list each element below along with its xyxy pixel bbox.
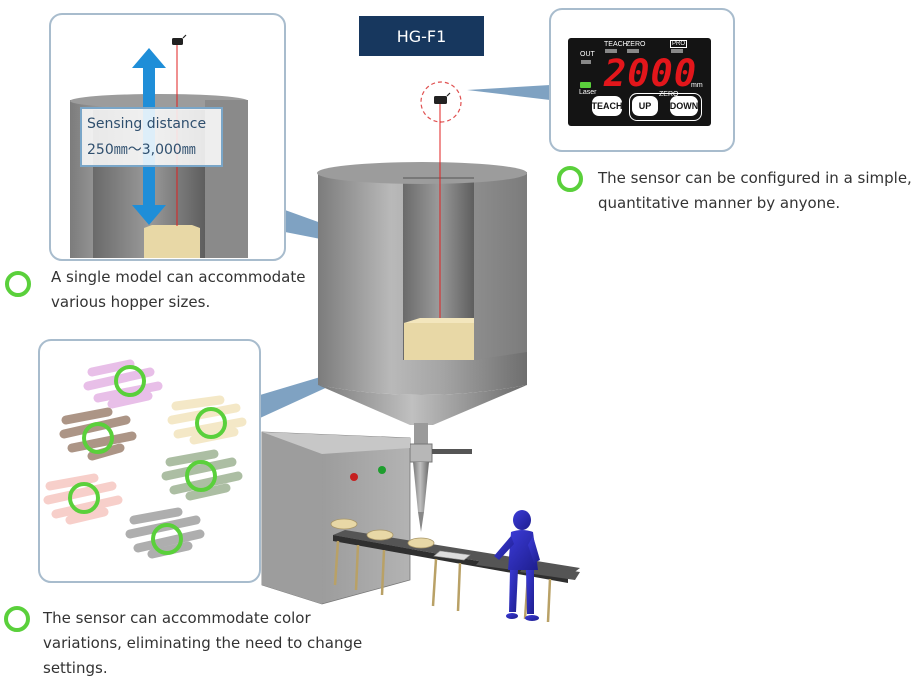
teach-button[interactable]: TEACH	[592, 96, 623, 116]
feature-hopper-sizes: A single model can accommodate various h…	[51, 265, 305, 315]
teach-led-label: TEACH	[604, 41, 628, 48]
check-ring-icon	[557, 166, 583, 192]
hopper	[317, 162, 527, 532]
check-ring-icon	[4, 606, 30, 632]
worker-figure	[494, 510, 540, 621]
feature-line: quantitative manner by anyone.	[598, 194, 841, 212]
laser-label: Laser	[579, 89, 597, 96]
model-badge: HG-F1	[359, 16, 484, 56]
pro-led	[671, 49, 683, 53]
sensor-main	[420, 81, 462, 318]
callout-connector-panel	[467, 85, 550, 100]
pro-label: PRO	[670, 40, 688, 48]
feature-line: variations, eliminating the need to chan…	[43, 634, 363, 652]
zero-led	[627, 49, 639, 53]
up-button[interactable]: UP	[632, 96, 658, 116]
zero-led-label: ZERO	[626, 41, 646, 48]
sensing-distance-range: 250㎜〜3,000㎜	[87, 142, 196, 158]
down-button[interactable]: DOWN	[670, 96, 698, 116]
feature-line: various hopper sizes.	[51, 293, 211, 311]
laser-led	[580, 82, 591, 88]
out-label: OUT	[580, 51, 595, 58]
feature-color-variations: The sensor can accommodate color variati…	[43, 606, 362, 681]
sensing-distance-label: Sensing distance 250㎜〜3,000㎜	[80, 107, 223, 167]
filling-machine	[261, 431, 411, 605]
feature-line: The sensor can be configured in a simple…	[598, 169, 912, 187]
display-value: 2000	[604, 52, 698, 95]
up-down-group	[629, 93, 702, 121]
unit-label: mm	[691, 82, 703, 89]
feature-line: A single model can accommodate	[51, 268, 306, 286]
zero-small-label: ZERO	[659, 91, 679, 98]
model-label: HG-F1	[396, 26, 447, 46]
feature-simple-config: The sensor can be configured in a simple…	[598, 166, 912, 216]
sensing-distance-title: Sensing distance	[87, 116, 207, 132]
teach-led	[605, 49, 617, 53]
check-ring-icon	[5, 271, 31, 297]
feature-line: settings.	[43, 659, 108, 677]
out-led	[581, 60, 591, 64]
inset-color-variations	[38, 339, 261, 583]
sensor-control-panel: OUT TEACH ZERO PRO Laser mm TEACH ZERO U…	[568, 38, 711, 126]
feature-line: The sensor can accommodate color	[43, 609, 311, 627]
